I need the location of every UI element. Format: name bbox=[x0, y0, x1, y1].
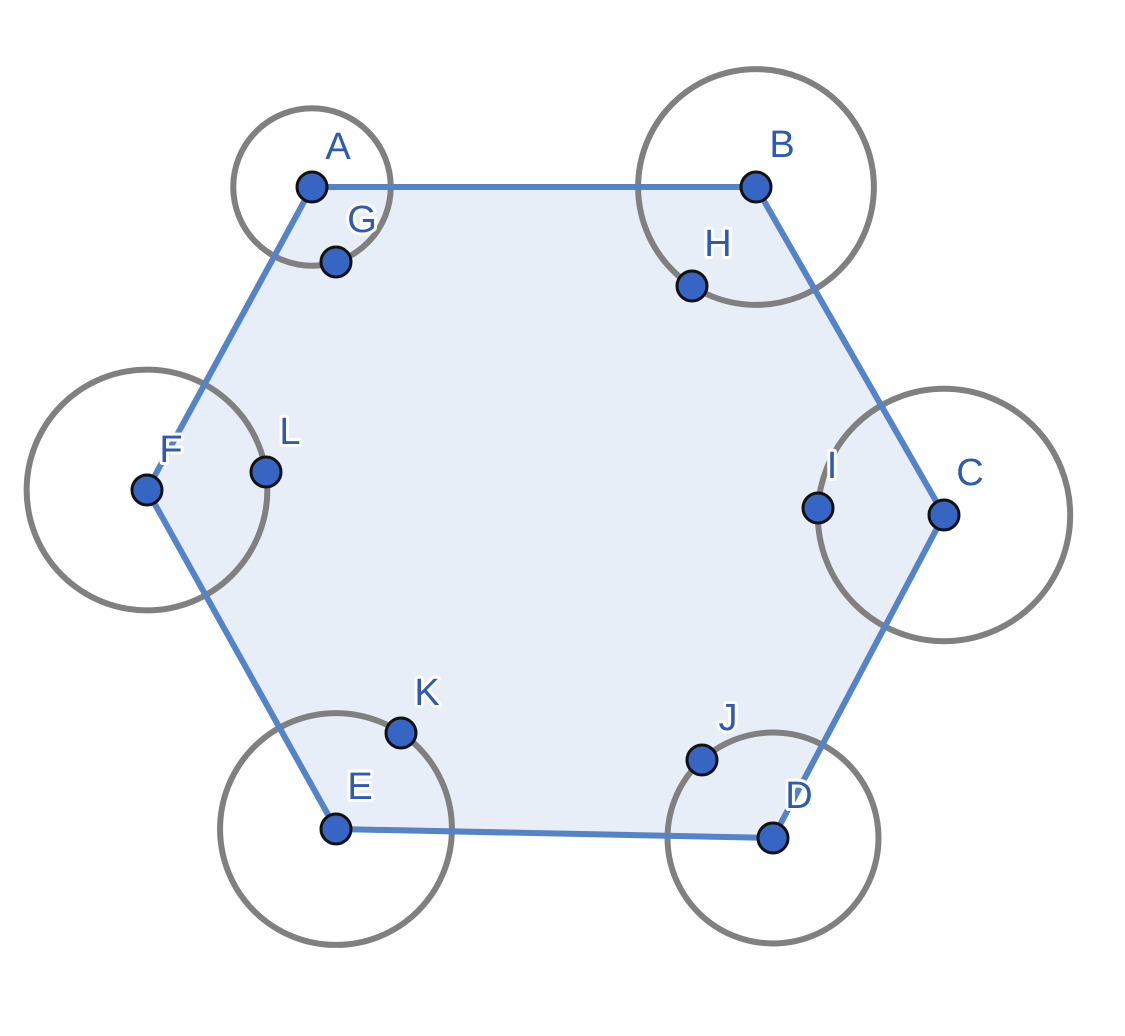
segment-ef bbox=[144, 487, 339, 832]
point-label-d: D bbox=[785, 775, 812, 817]
point-label-b: B bbox=[769, 124, 794, 166]
point-k[interactable] bbox=[384, 716, 418, 750]
hexagon-edges-layer bbox=[144, 184, 947, 841]
point-label-a: A bbox=[325, 126, 351, 168]
point-label-e: E bbox=[347, 766, 372, 808]
point-b[interactable] bbox=[739, 170, 773, 204]
points-layer bbox=[130, 170, 961, 855]
point-label-j: J bbox=[719, 697, 738, 739]
point-label-f: F bbox=[159, 429, 182, 471]
point-f[interactable] bbox=[130, 473, 164, 507]
circle-f-l bbox=[23, 366, 271, 614]
segment-de bbox=[333, 826, 776, 841]
point-label-c: C bbox=[956, 452, 983, 494]
point-j[interactable] bbox=[685, 743, 719, 777]
point-label-g: G bbox=[347, 199, 377, 241]
point-e[interactable] bbox=[319, 812, 353, 846]
point-h[interactable] bbox=[675, 269, 709, 303]
point-i[interactable] bbox=[801, 491, 835, 525]
segment-cd bbox=[770, 512, 947, 841]
hexagon-fill-layer bbox=[147, 187, 944, 838]
point-a[interactable] bbox=[295, 170, 329, 204]
point-label-i: I bbox=[827, 445, 838, 487]
point-g[interactable] bbox=[319, 245, 353, 279]
segment-bc bbox=[753, 184, 947, 518]
point-d[interactable] bbox=[756, 821, 790, 855]
point-label-h: H bbox=[704, 223, 731, 265]
hexagon-abcdef bbox=[147, 187, 944, 838]
segment-fa bbox=[144, 184, 315, 493]
labels-layer: A B C D E F G H I J K L bbox=[156, 121, 986, 820]
point-l[interactable] bbox=[249, 455, 283, 489]
point-label-l: L bbox=[279, 411, 300, 453]
point-label-k: K bbox=[414, 672, 439, 714]
point-c[interactable] bbox=[927, 498, 961, 532]
